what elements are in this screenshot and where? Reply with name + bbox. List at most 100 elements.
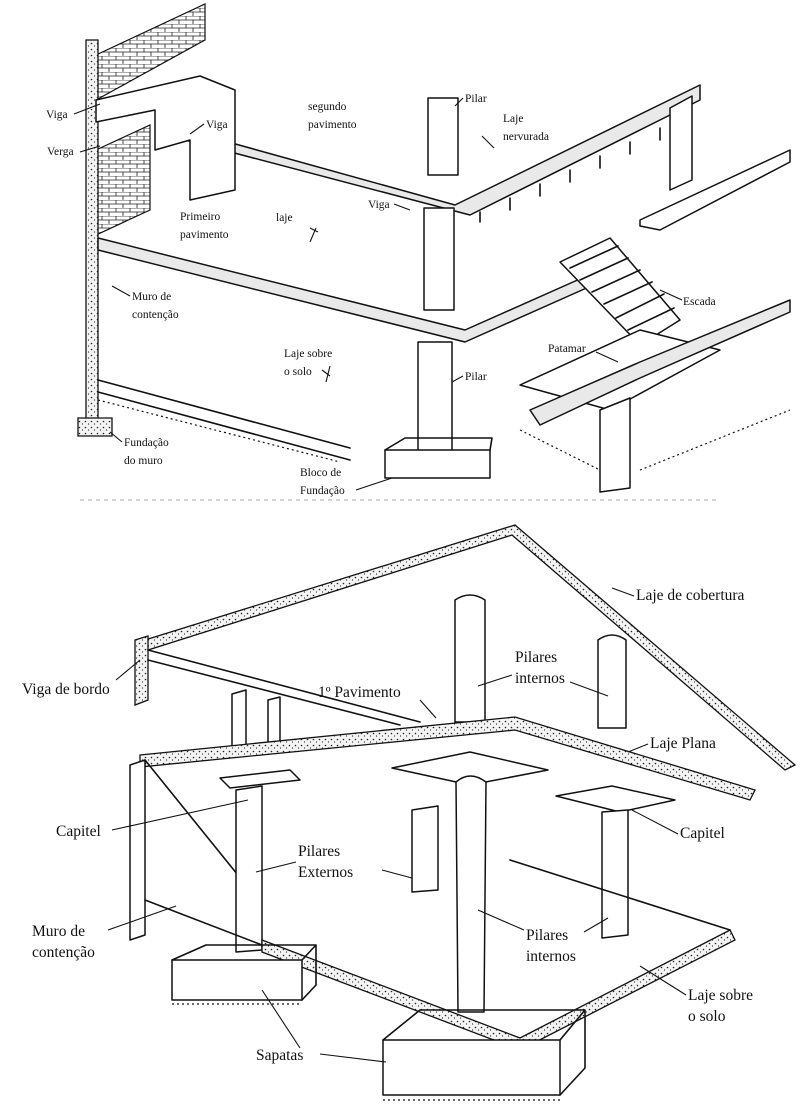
pilar-upper xyxy=(427,97,459,176)
leader-laje-cobertura xyxy=(611,587,635,597)
label-muro-contencao-2: contenção xyxy=(32,944,95,961)
bottom-diagram xyxy=(129,524,797,1101)
leader-laje-solo-bottom xyxy=(639,965,687,996)
roof-underside xyxy=(147,649,421,726)
pilar-interno-center xyxy=(455,775,487,1013)
roof-wall-left xyxy=(231,689,247,749)
leader-pilares-internos-top xyxy=(477,674,609,697)
leader-pilares-internos-low xyxy=(477,909,609,933)
label-pilares-externos-1: Pilares xyxy=(298,843,340,860)
label-pilar-low: Pilar xyxy=(465,371,487,383)
label-viga-mid: Viga xyxy=(206,119,228,131)
capitel-center xyxy=(391,751,549,786)
label-laje-solo-1: Laje sobre xyxy=(284,348,332,360)
label-bloco-2: Fundação xyxy=(300,485,345,497)
muro-contencao-bottom xyxy=(129,759,146,941)
leader-muro-contencao xyxy=(107,905,177,931)
bloco-fundacao-top xyxy=(384,437,493,451)
soil-line-right xyxy=(519,409,791,471)
sapata-left xyxy=(171,959,303,1001)
bottom-labels: Laje de cobertura Pilares internos Viga … xyxy=(22,587,753,1064)
label-segundo-1: segundo xyxy=(308,101,347,113)
leader-patamar xyxy=(595,351,619,363)
label-laje-cobertura: Laje de cobertura xyxy=(636,587,745,604)
leader-laje-plana xyxy=(627,743,649,753)
laje-sobre-solo-bottom xyxy=(261,929,736,1051)
leader-laje-solo xyxy=(321,365,331,383)
top-diagram xyxy=(77,3,791,493)
label-fundacao-muro-2: do muro xyxy=(124,455,163,467)
upper-right-slab xyxy=(639,149,791,231)
floor-back-lines xyxy=(144,859,731,946)
leader-pilar-top xyxy=(454,97,464,107)
pilar-lower xyxy=(417,341,453,459)
soil-line-left xyxy=(97,399,341,463)
soil-bottom xyxy=(172,1003,560,1101)
label-viga-top: Viga xyxy=(46,109,68,121)
escada-stair xyxy=(559,237,681,346)
label-pilares-internos-low-1: Pilares xyxy=(526,927,568,944)
leader-viga-bordo xyxy=(115,659,141,681)
leader-laje-nervurada xyxy=(481,135,495,149)
pilar-interno-right xyxy=(601,809,629,939)
primeiro-pavimento-slab xyxy=(97,237,601,343)
retaining-step xyxy=(599,397,631,493)
pilar-interno-top-2 xyxy=(597,634,627,729)
label-viga-low: Viga xyxy=(368,199,390,211)
right-column xyxy=(669,95,693,191)
label-muro-1: Muro de xyxy=(132,291,171,303)
viga-bordo xyxy=(134,635,149,706)
label-laje: laje xyxy=(276,212,293,224)
label-laje-plana: Laje Plana xyxy=(650,735,716,752)
label-primeiro-1: Primeiro xyxy=(180,211,220,223)
leader-sapatas xyxy=(261,989,387,1063)
leader-primeiro-pavimento xyxy=(419,699,437,719)
pilar-externo-1 xyxy=(235,785,263,953)
pilar-interno-top-1 xyxy=(454,594,486,723)
label-pilar-top: Pilar xyxy=(465,93,487,105)
leader-bloco xyxy=(355,477,393,491)
muro-foundation xyxy=(77,417,113,437)
leader-verga xyxy=(79,145,101,153)
brick-wall-lower xyxy=(95,124,151,236)
label-sapatas: Sapatas xyxy=(256,1047,303,1064)
sapata-center-top xyxy=(382,1009,586,1096)
label-bloco-1: Bloco de xyxy=(300,467,341,479)
leader-viga-low xyxy=(393,203,411,211)
label-muro-contencao-1: Muro de xyxy=(32,923,85,940)
capitel-right xyxy=(555,785,676,813)
leader-viga-top xyxy=(73,103,101,115)
label-primeiro-2: pavimento xyxy=(180,229,229,241)
leader-capitel-left xyxy=(111,799,249,831)
sapata-left-top xyxy=(171,944,317,1001)
label-escada: Escada xyxy=(683,296,716,308)
bloco-fundacao xyxy=(384,449,491,479)
pilar-middle xyxy=(423,207,455,311)
label-laje-solo-2: o solo xyxy=(284,366,312,378)
label-primeiro-pavimento: 1º Pavimento xyxy=(318,684,401,701)
pilar-externo-2 xyxy=(411,805,439,893)
leader-capitel-right xyxy=(631,809,679,835)
lower-right-slab xyxy=(529,299,791,426)
label-fundacao-muro-1: Fundação xyxy=(124,437,169,449)
label-pilares-internos-low-2: internos xyxy=(526,948,576,965)
capitel-left xyxy=(219,769,301,789)
label-patamar: Patamar xyxy=(548,343,586,355)
leader-laje xyxy=(309,227,319,243)
viga-frame xyxy=(95,75,236,201)
escada-steps xyxy=(569,245,675,331)
label-laje-solo-bottom-2: o solo xyxy=(688,1008,726,1025)
label-segundo-2: pavimento xyxy=(308,119,357,131)
label-laje-nervurada-1: Laje xyxy=(503,113,523,125)
label-capitel-left: Capitel xyxy=(56,823,101,840)
label-laje-solo-bottom-1: Laje sobre xyxy=(688,987,753,1004)
label-pilares-internos-top-2: internos xyxy=(515,670,565,687)
leader-viga-mid xyxy=(189,123,205,135)
label-pilares-externos-2: Externos xyxy=(298,864,353,881)
leader-fundacao-muro xyxy=(109,431,123,443)
sapata-center xyxy=(382,1039,561,1096)
label-verga: Verga xyxy=(47,146,74,158)
laje-sobre-solo-slab xyxy=(97,379,351,461)
leader-escada xyxy=(659,289,683,301)
label-viga-bordo: Viga de bordo xyxy=(22,681,110,698)
